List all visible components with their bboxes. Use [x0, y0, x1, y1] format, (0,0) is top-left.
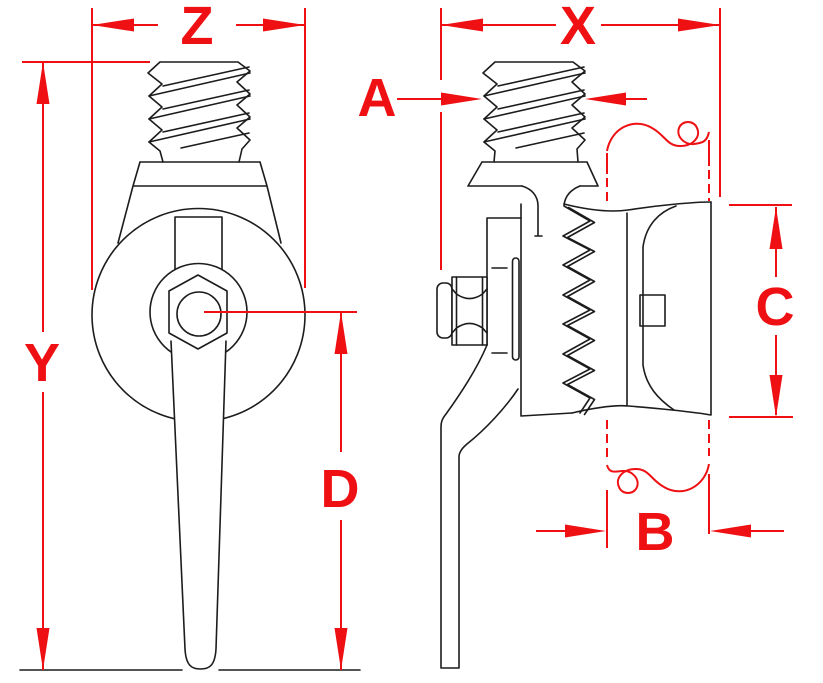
dim-c-arrow-bottom — [769, 375, 783, 417]
front-view: Z Y D — [19, 0, 361, 671]
dimension-label-b: B — [636, 502, 675, 562]
lever-handle — [170, 340, 227, 670]
jaw-block-outline — [520, 203, 573, 417]
bolt-nut — [451, 276, 488, 346]
bracket-edge-marks — [491, 267, 508, 354]
pipe-break-bottom — [606, 463, 710, 494]
dimension-label-z: Z — [181, 0, 214, 56]
serrated-jaw — [520, 203, 596, 417]
thread-crest-lines — [148, 66, 251, 149]
jaw-teeth-double-line — [566, 206, 596, 416]
pipe-edges-bottom — [606, 474, 710, 548]
pipe-break-top — [606, 121, 710, 152]
dim-c-arrow-top — [769, 207, 783, 249]
dimension-d: D — [204, 311, 360, 670]
dimension-y: Y — [22, 61, 150, 670]
dimension-label-c: C — [756, 277, 795, 337]
dim-a-arrow-left — [441, 92, 482, 106]
handle-shaft — [174, 216, 223, 279]
saddle-top-edge — [563, 201, 712, 212]
dim-y-arrow-bottom — [36, 628, 50, 670]
side-view: X A C B — [358, 0, 795, 669]
pipe-edges-top — [606, 140, 710, 174]
dim-y-arrow-top — [36, 62, 50, 104]
lever-fill — [171, 341, 226, 669]
flange-outline — [467, 161, 599, 187]
threaded-stud — [147, 61, 251, 163]
dimension-label-x: X — [560, 0, 596, 56]
side-thread-crest-lines — [483, 66, 586, 149]
pipe-hidden-bottom — [606, 420, 710, 460]
thread-outline — [147, 61, 251, 163]
dimension-a: A — [358, 68, 647, 128]
dimension-x: X — [440, 0, 721, 270]
strap-outline — [440, 344, 519, 669]
dim-x-arrow-right — [678, 18, 720, 32]
pipe — [606, 121, 710, 548]
dim-a-arrow-right — [585, 92, 626, 106]
bracket-plate — [486, 217, 522, 346]
dim-z-arrow-left — [92, 18, 134, 32]
dim-b-arrow-left — [565, 524, 606, 538]
right-jaw — [571, 201, 712, 416]
side-threaded-stud — [482, 61, 586, 163]
dim-z-arrow-right — [263, 18, 305, 32]
dimension-b: B — [536, 502, 784, 562]
bolt-washer — [436, 282, 453, 339]
lever-outline — [170, 340, 227, 670]
dim-d-arrow-bottom — [334, 628, 348, 670]
bolt-nut-facets — [451, 276, 488, 346]
right-jaw-inner-face — [642, 205, 677, 411]
dim-x-arrow-left — [441, 18, 483, 32]
boss-outline — [117, 161, 282, 244]
dimension-c: C — [729, 204, 795, 418]
dim-b-arrow-right — [710, 524, 751, 538]
pipe-hidden-top — [606, 170, 710, 204]
dimension-label-a: A — [358, 68, 397, 128]
right-jaw-outline — [571, 201, 712, 416]
dimension-label-d: D — [321, 459, 360, 519]
dim-d-arrow-top — [334, 312, 348, 354]
dim-c-extension-lines — [729, 204, 793, 418]
stud-end-circle — [176, 291, 222, 337]
bracket-assembly — [436, 217, 522, 669]
dimension-z: Z — [91, 0, 306, 290]
side-thread-outline — [482, 61, 586, 163]
dim-x-extension-lines — [440, 8, 721, 270]
dim-z-extension-lines — [91, 8, 306, 290]
jaw-pin — [639, 294, 666, 327]
stud-stem — [521, 185, 581, 237]
dimension-label-y: Y — [24, 333, 60, 393]
bracket-bar — [511, 257, 520, 361]
